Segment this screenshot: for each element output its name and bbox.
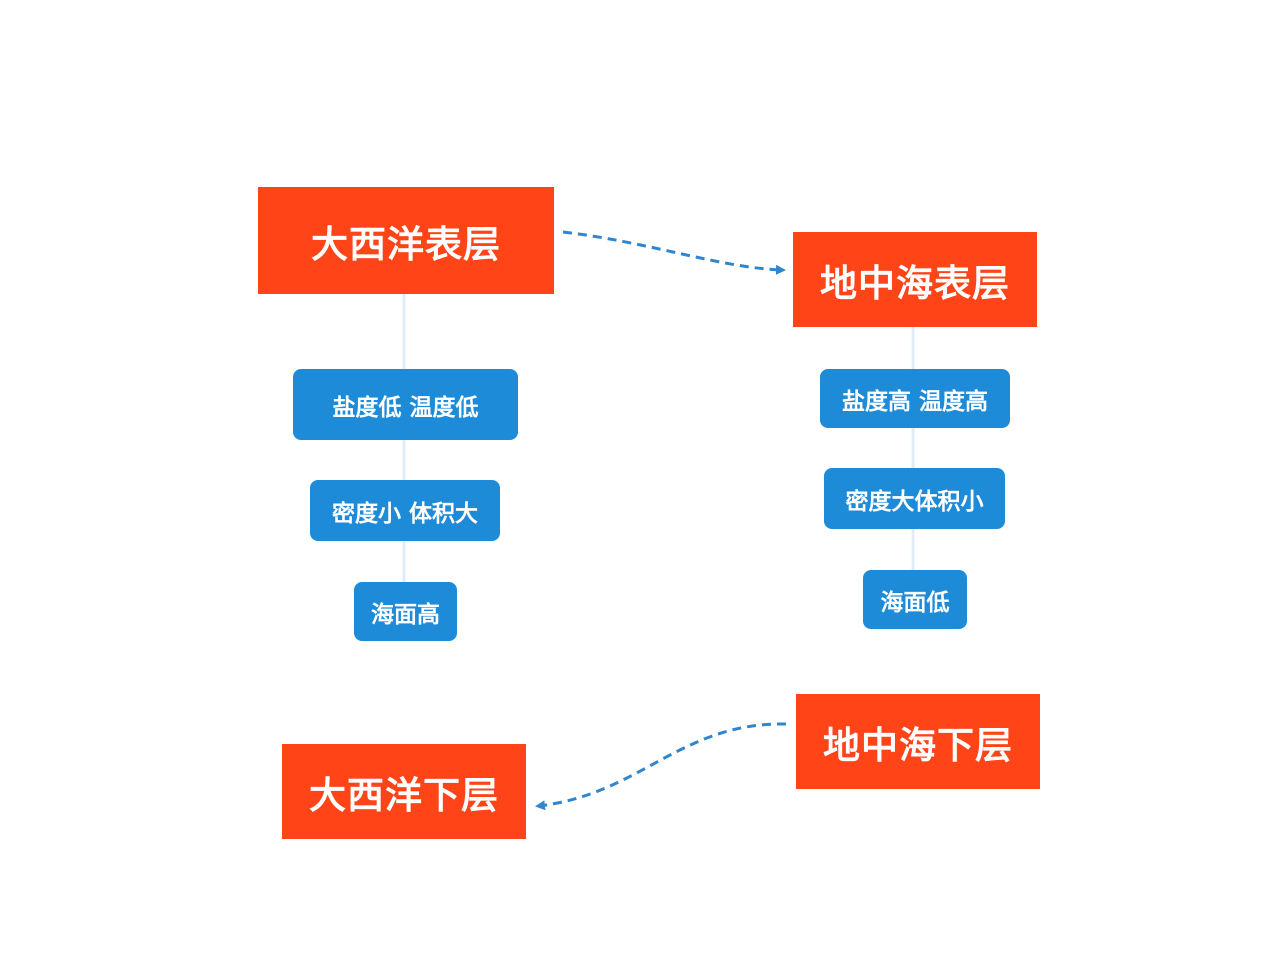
atlantic-bottom-label: 大西洋下层 xyxy=(309,773,499,817)
surface-flow-arrow xyxy=(562,230,786,275)
bottom-flow-arrow xyxy=(535,722,787,811)
attribute-label: 盐度低 温度低 xyxy=(332,394,479,421)
attribute-label: 海面低 xyxy=(880,589,950,616)
atlantic-surface-attribute-salinity: 盐度低 温度低 xyxy=(293,369,518,440)
mediterranean-surface-attribute-sea-level: 海面低 xyxy=(863,570,967,629)
mediterranean-surface-box: 地中海表层 xyxy=(793,232,1037,327)
mediterranean-surface-attribute-density: 密度大体积小 xyxy=(824,468,1005,529)
atlantic-surface-box: 大西洋表层 xyxy=(258,187,554,294)
mediterranean-surface-label: 地中海表层 xyxy=(820,261,1010,305)
mediterranean-surface-attribute-salinity: 盐度高 温度高 xyxy=(820,369,1010,428)
attribute-label: 密度大体积小 xyxy=(845,488,984,515)
attribute-label: 盐度高 温度高 xyxy=(841,388,988,415)
attribute-label: 海面高 xyxy=(371,601,440,628)
mediterranean-bottom-box: 地中海下层 xyxy=(796,694,1040,789)
atlantic-bottom-box: 大西洋下层 xyxy=(282,744,526,839)
atlantic-surface-attribute-density: 密度小 体积大 xyxy=(310,480,500,541)
attribute-label: 密度小 体积大 xyxy=(331,500,478,527)
atlantic-surface-attribute-sea-level: 海面高 xyxy=(354,582,457,641)
atlantic-surface-label: 大西洋表层 xyxy=(311,222,501,266)
mediterranean-bottom-label: 地中海下层 xyxy=(823,723,1013,767)
